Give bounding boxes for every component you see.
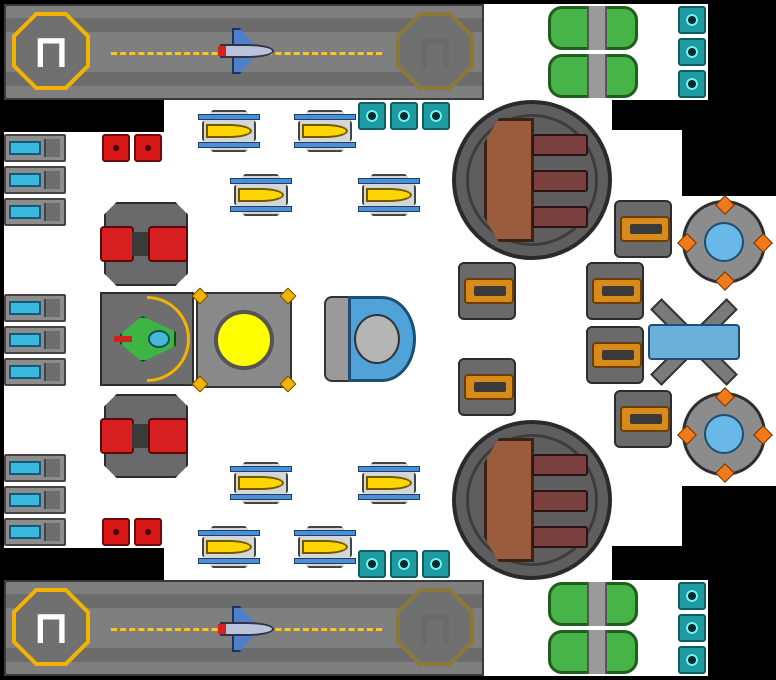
red-crate-icon[interactable]: [134, 134, 162, 162]
red-crate-icon[interactable]: [134, 518, 162, 546]
orange-turret-icon[interactable]: [614, 390, 672, 448]
orange-turret-icon[interactable]: [458, 262, 516, 320]
wall-gun-icon[interactable]: [4, 486, 66, 514]
wall-gun-icon[interactable]: [4, 134, 66, 162]
cyan-crate-icon[interactable]: [678, 646, 706, 674]
yellow-fighter-icon[interactable]: [292, 520, 358, 574]
floor-right-lower: [612, 486, 682, 546]
floor-left-ledge-bottom: [4, 548, 164, 580]
yellow-fighter-icon[interactable]: [196, 104, 262, 158]
landing-pad-top-right[interactable]: ⊓: [396, 12, 474, 90]
red-turret-icon[interactable]: [98, 388, 194, 484]
yellow-fighter-icon[interactable]: [196, 520, 262, 574]
dome-turret-icon[interactable]: [324, 296, 416, 382]
wall-gun-icon[interactable]: [4, 358, 66, 386]
landing-pad-bottom-right[interactable]: ⊓: [396, 588, 474, 666]
red-crate-icon[interactable]: [102, 518, 130, 546]
wall-gun-icon[interactable]: [4, 454, 66, 482]
orange-turret-icon[interactable]: [586, 326, 644, 384]
red-crate-icon[interactable]: [102, 134, 130, 162]
yellow-fighter-icon[interactable]: [356, 456, 422, 510]
orange-turret-icon[interactable]: [458, 358, 516, 416]
green-tank-icon[interactable]: [548, 54, 638, 98]
cyan-crate-icon[interactable]: [422, 550, 450, 578]
pad-glyph: ⊓: [416, 600, 454, 654]
cyan-crate-icon[interactable]: [678, 38, 706, 66]
gear-turret-icon[interactable]: [677, 195, 773, 291]
blue-jet-icon[interactable]: [216, 598, 276, 658]
yellow-fighter-icon[interactable]: [228, 168, 294, 222]
wall-gun-icon[interactable]: [4, 166, 66, 194]
yellow-fighter-icon[interactable]: [292, 104, 358, 158]
reactor-core-icon[interactable]: [191, 287, 297, 393]
cyan-crate-icon[interactable]: [390, 550, 418, 578]
cyan-crate-icon[interactable]: [678, 582, 706, 610]
pad-glyph: ⊓: [416, 24, 454, 78]
cyan-crate-icon[interactable]: [422, 102, 450, 130]
landing-pad-bottom-left[interactable]: ⊓: [12, 588, 90, 666]
blue-cannon-icon[interactable]: [646, 294, 742, 390]
red-turret-icon[interactable]: [98, 196, 194, 292]
yellow-fighter-icon[interactable]: [356, 168, 422, 222]
blue-jet-icon[interactable]: [216, 20, 276, 80]
wall-gun-icon[interactable]: [4, 294, 66, 322]
cyan-crate-icon[interactable]: [678, 70, 706, 98]
heavy-cannon-turret-icon[interactable]: [452, 100, 612, 260]
gear-turret-icon[interactable]: [677, 387, 773, 483]
bay-stripe: [6, 18, 482, 32]
bay-stripe: [6, 72, 482, 86]
green-tank-icon[interactable]: [548, 630, 638, 674]
green-player-ship-icon[interactable]: [114, 306, 180, 372]
floor-left-ledge: [4, 98, 164, 132]
wall-gun-icon[interactable]: [4, 518, 66, 546]
cyan-crate-icon[interactable]: [358, 550, 386, 578]
landing-pad-top-left[interactable]: ⊓: [12, 12, 90, 90]
green-tank-icon[interactable]: [548, 582, 638, 626]
cyan-crate-icon[interactable]: [678, 614, 706, 642]
cyan-crate-icon[interactable]: [678, 6, 706, 34]
pad-glyph: ⊓: [32, 24, 70, 78]
wall-gun-icon[interactable]: [4, 326, 66, 354]
yellow-fighter-icon[interactable]: [228, 456, 294, 510]
wall-gun-icon[interactable]: [4, 198, 66, 226]
bay-stripe: [6, 594, 482, 608]
green-tank-icon[interactable]: [548, 6, 638, 50]
bay-stripe: [6, 648, 482, 662]
cyan-crate-icon[interactable]: [390, 102, 418, 130]
cyan-crate-icon[interactable]: [358, 102, 386, 130]
heavy-cannon-turret-icon[interactable]: [452, 420, 612, 580]
orange-turret-icon[interactable]: [586, 262, 644, 320]
orange-turret-icon[interactable]: [614, 200, 672, 258]
pad-glyph: ⊓: [32, 600, 70, 654]
